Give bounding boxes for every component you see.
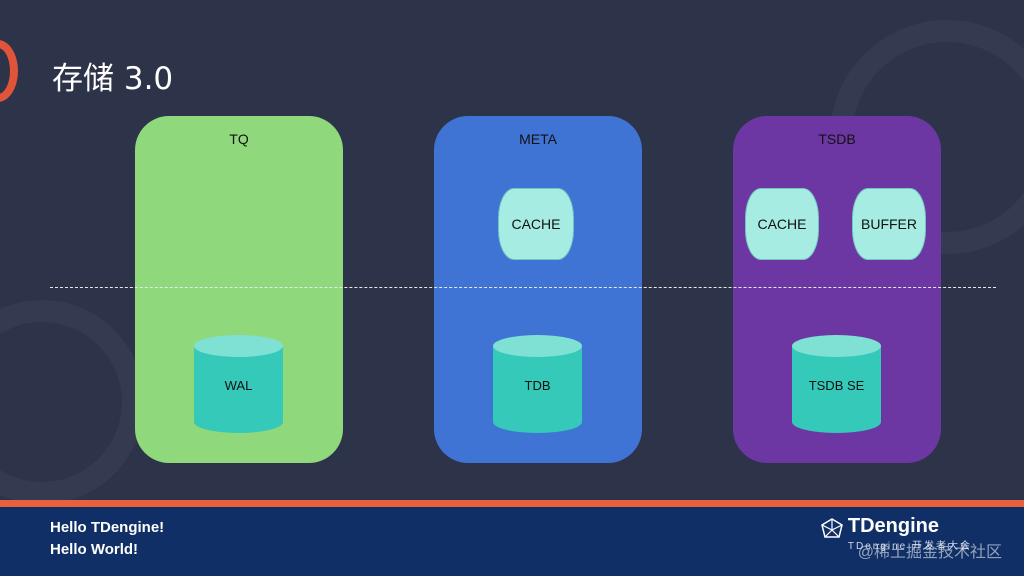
panel-label-tsdb: TSDB — [818, 131, 856, 147]
brand-block: TDengine TDengine 开发者大会 — [820, 515, 972, 552]
cylinder-icon — [792, 335, 881, 433]
footer-greeting-2: Hello World! — [50, 541, 139, 558]
panel-label-tq: TQ — [229, 131, 249, 147]
corner-logo-icon — [0, 40, 18, 102]
watermark-text: @稀土掘金技术社区 — [857, 544, 1002, 561]
buffer-box: BUFFER — [852, 188, 926, 260]
database-label: WAL — [224, 378, 253, 393]
brand-name: TDengine — [847, 515, 939, 537]
slide-title: 存储 3.0 — [52, 61, 174, 97]
panel-label-meta: META — [519, 131, 557, 147]
background-watermark — [0, 300, 144, 504]
accent-bar — [0, 500, 1024, 507]
panel-tsdb: TSDB CACHE BUFFER TSDB SE — [733, 116, 941, 463]
memory-disk-divider — [50, 287, 996, 288]
panel-meta: META CACHE TDB — [434, 116, 642, 463]
panel-tq: TQ WAL — [135, 116, 343, 463]
database-label: TSDB SE — [808, 378, 865, 393]
brand-subtitle: TDengine 开发者大会 — [847, 541, 972, 552]
cylinder-icon — [493, 335, 582, 433]
cache-box: CACHE — [498, 188, 574, 260]
brand-logo-icon — [820, 518, 843, 538]
footer-greeting-1: Hello TDengine! — [50, 519, 165, 536]
database-cylinder-tdb: TDB — [492, 334, 583, 434]
cylinder-icon — [194, 335, 283, 433]
footer: Hello TDengine! Hello World! — [0, 507, 1024, 576]
database-label: TDB — [524, 378, 551, 393]
database-cylinder-tsdb-se: TSDB SE — [791, 334, 882, 434]
cache-box: CACHE — [745, 188, 819, 260]
database-cylinder-wal: WAL — [193, 334, 284, 434]
